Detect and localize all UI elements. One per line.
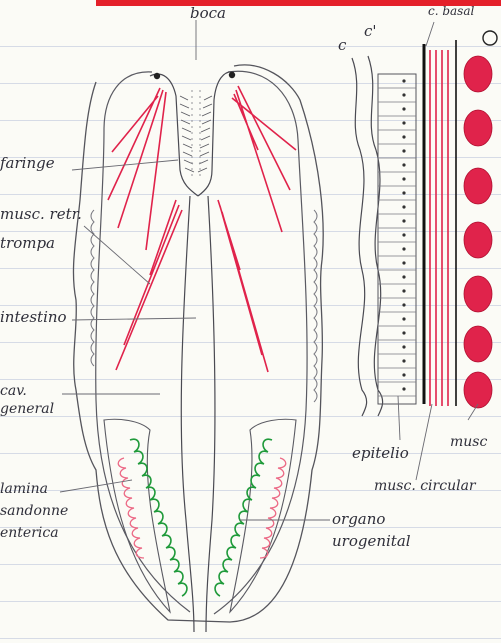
label-organo-urogenital: organo urogenital <box>332 508 442 552</box>
label-lamina-sandonne-enterica: lamina sandonne enterica <box>0 478 70 544</box>
label-musc-retr: musc. retr. <box>0 205 82 223</box>
mesentery-lamina-left <box>118 458 144 558</box>
left-eye-dot <box>154 73 160 79</box>
circular-muscle-lines <box>430 50 448 406</box>
longitudinal-muscle-bundles <box>464 56 492 408</box>
cuticle-c <box>352 58 367 416</box>
urogenital-organ-right <box>215 439 272 596</box>
label-epitelio: epitelio <box>352 444 409 462</box>
label-c-prime: c' <box>364 22 377 40</box>
label-trompa: trompa <box>0 234 55 252</box>
leader-lines-right <box>398 22 478 480</box>
page-number-marker <box>483 31 497 45</box>
cuticle-c-prime <box>368 56 383 416</box>
label-musc-circular: musc. circular <box>374 478 476 494</box>
epithelium-cells <box>378 88 416 396</box>
epithelium-block <box>378 74 416 404</box>
urogenital-organ-left <box>130 439 187 596</box>
right-eye-dot <box>229 72 235 78</box>
label-cav-general: cav. general <box>0 382 60 418</box>
intestine-tube <box>181 196 215 632</box>
retractor-muscles <box>108 86 296 372</box>
body-outer-outline <box>73 65 323 622</box>
body-wavy-edge-right <box>314 210 317 402</box>
lower-coelom-left <box>104 419 170 612</box>
epithelium-nuclei <box>402 79 405 390</box>
label-intestino: intestino <box>0 308 67 326</box>
label-boca: boca <box>190 4 226 22</box>
label-musc: musc <box>450 434 487 450</box>
pharynx-ciliation <box>180 90 212 180</box>
label-faringe: faringe <box>0 154 55 172</box>
label-c-basal: c. basal <box>428 4 474 18</box>
label-c: c <box>338 36 346 54</box>
leader-lines-left <box>60 20 330 520</box>
